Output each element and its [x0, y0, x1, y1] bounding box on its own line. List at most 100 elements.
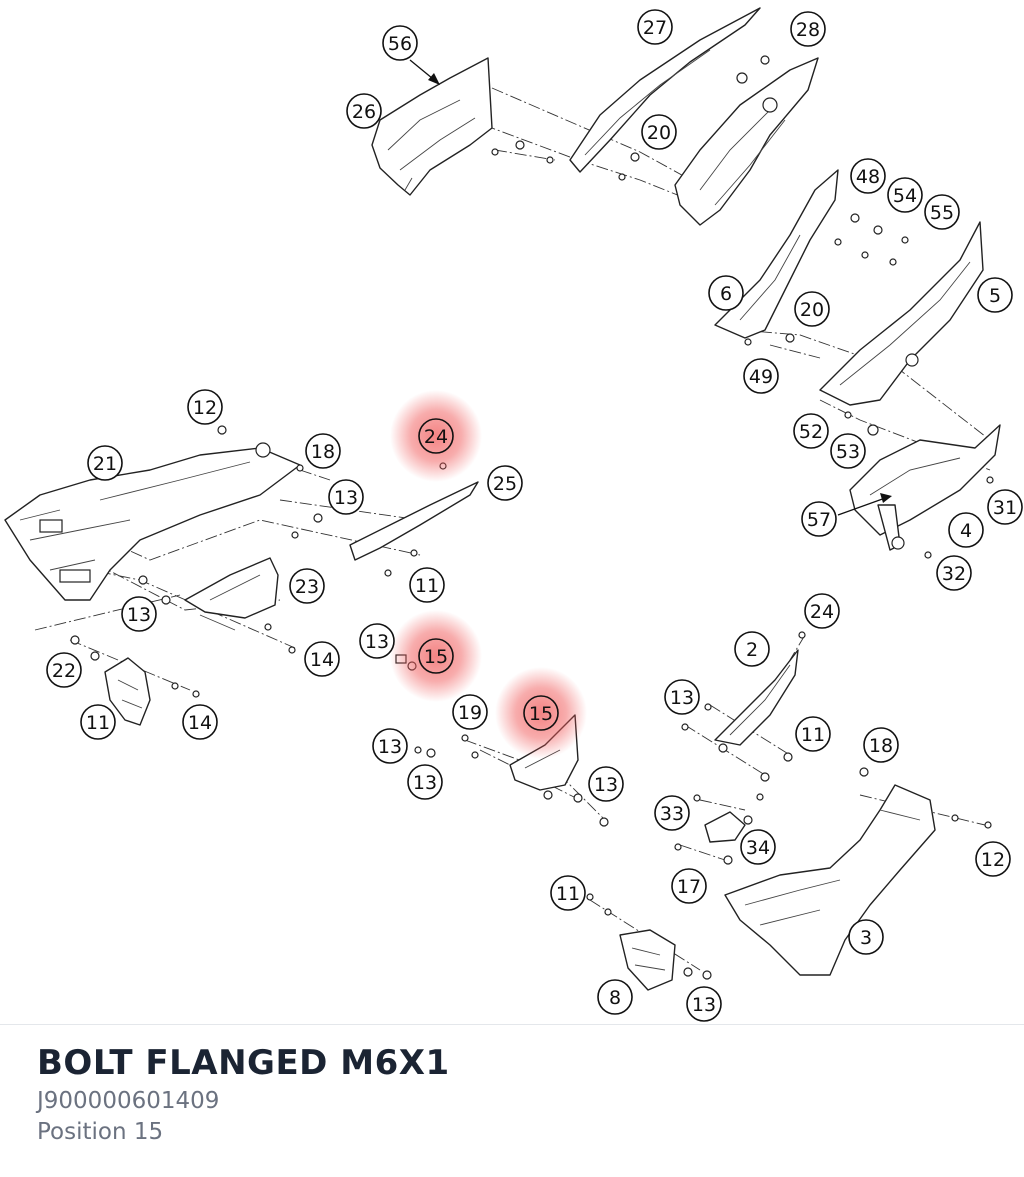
callout-label: 24	[810, 601, 834, 623]
callout-circle	[305, 433, 341, 469]
callout-57[interactable]: 57	[801, 501, 837, 537]
divider	[0, 1024, 1024, 1025]
callout-label: 18	[311, 441, 335, 463]
part-27-trim-strip	[569, 7, 761, 173]
callout-33[interactable]: 33	[654, 795, 690, 831]
callout-28[interactable]: 28	[790, 11, 826, 47]
callout-label: 52	[799, 421, 823, 443]
callout-13[interactable]: 13	[359, 623, 395, 659]
callout-11[interactable]: 11	[550, 875, 586, 911]
callout-26[interactable]: 26	[346, 93, 382, 129]
part-8-guard	[619, 929, 676, 991]
callout-circle	[46, 652, 82, 688]
callout-18[interactable]: 18	[863, 727, 899, 763]
callout-55[interactable]: 55	[924, 194, 960, 230]
callout-3[interactable]: 3	[848, 919, 884, 955]
callout-label: 33	[660, 803, 684, 825]
callout-circle	[382, 25, 418, 61]
callout-circle	[794, 291, 830, 327]
callout-32[interactable]: 32	[936, 555, 972, 591]
highlight-glow-15	[495, 667, 587, 759]
callout-circle	[597, 979, 633, 1015]
callout-label: 11	[801, 724, 825, 746]
callout-19[interactable]: 19	[452, 694, 488, 730]
callout-label: 3	[860, 927, 872, 949]
callout-circle	[523, 695, 559, 731]
callout-56[interactable]: 56	[382, 25, 418, 61]
callout-label: 13	[365, 631, 389, 653]
callout-circle	[550, 875, 586, 911]
callout-48[interactable]: 48	[850, 158, 886, 194]
callout-circle	[359, 623, 395, 659]
callout-5[interactable]: 5	[977, 277, 1013, 313]
callout-14[interactable]: 14	[182, 704, 218, 740]
callout-4[interactable]: 4	[948, 512, 984, 548]
part-26-cover-left	[371, 57, 493, 196]
highlight-glow-15	[390, 610, 482, 702]
callout-14[interactable]: 14	[304, 641, 340, 677]
callout-circle	[289, 568, 325, 604]
callout-11[interactable]: 11	[409, 567, 445, 603]
callout-15[interactable]: 15	[418, 638, 454, 674]
callout-circle	[372, 728, 408, 764]
callout-label: 57	[807, 509, 831, 531]
callout-21[interactable]: 21	[87, 445, 123, 481]
callout-12[interactable]: 12	[975, 841, 1011, 877]
callout-label: 25	[493, 473, 517, 495]
callout-label: 13	[594, 774, 618, 796]
callout-11[interactable]: 11	[80, 704, 116, 740]
callout-17[interactable]: 17	[671, 868, 707, 904]
callout-20[interactable]: 20	[794, 291, 830, 327]
callout-label: 19	[458, 702, 482, 724]
callout-circle	[664, 679, 700, 715]
callout-13[interactable]: 13	[372, 728, 408, 764]
callout-13[interactable]: 13	[686, 986, 722, 1022]
callout-13[interactable]: 13	[588, 766, 624, 802]
callout-52[interactable]: 52	[793, 413, 829, 449]
callout-15[interactable]: 15	[523, 695, 559, 731]
callout-27[interactable]: 27	[637, 9, 673, 45]
callout-circle	[187, 389, 223, 425]
callout-23[interactable]: 23	[289, 568, 325, 604]
callout-label: 13	[413, 772, 437, 794]
callout-label: 53	[836, 441, 860, 463]
callout-2[interactable]: 2	[734, 631, 770, 667]
callout-53[interactable]: 53	[830, 433, 866, 469]
callout-13[interactable]: 13	[664, 679, 700, 715]
callout-label: 27	[643, 17, 667, 39]
callout-49[interactable]: 49	[743, 358, 779, 394]
callout-54[interactable]: 54	[887, 177, 923, 213]
callout-24[interactable]: 24	[804, 593, 840, 629]
callout-13[interactable]: 13	[121, 596, 157, 632]
callout-12[interactable]: 12	[187, 389, 223, 425]
callout-34[interactable]: 34	[740, 829, 776, 865]
callout-13[interactable]: 13	[328, 479, 364, 515]
part-28-inner-panel	[674, 57, 819, 226]
callout-13[interactable]: 13	[407, 764, 443, 800]
callout-label: 18	[869, 735, 893, 757]
callout-label: 15	[529, 703, 553, 725]
callout-18[interactable]: 18	[305, 433, 341, 469]
callout-20[interactable]: 20	[641, 114, 677, 150]
callout-circle	[487, 465, 523, 501]
callout-circle	[588, 766, 624, 802]
callout-circle	[407, 764, 443, 800]
callout-circle	[743, 358, 779, 394]
callout-11[interactable]: 11	[795, 716, 831, 752]
callout-circle	[87, 445, 123, 481]
callout-label: 24	[424, 426, 448, 448]
callout-label: 13	[378, 736, 402, 758]
callout-31[interactable]: 31	[987, 489, 1023, 525]
callout-label: 48	[856, 166, 880, 188]
callout-8[interactable]: 8	[597, 979, 633, 1015]
callout-6[interactable]: 6	[708, 275, 744, 311]
callout-circle	[887, 177, 923, 213]
callout-circle	[848, 919, 884, 955]
callout-label: 11	[86, 712, 110, 734]
callout-22[interactable]: 22	[46, 652, 82, 688]
callout-24[interactable]: 24	[418, 418, 454, 454]
part-33-clip	[704, 811, 746, 843]
callout-25[interactable]: 25	[487, 465, 523, 501]
callout-label: 55	[930, 202, 954, 224]
